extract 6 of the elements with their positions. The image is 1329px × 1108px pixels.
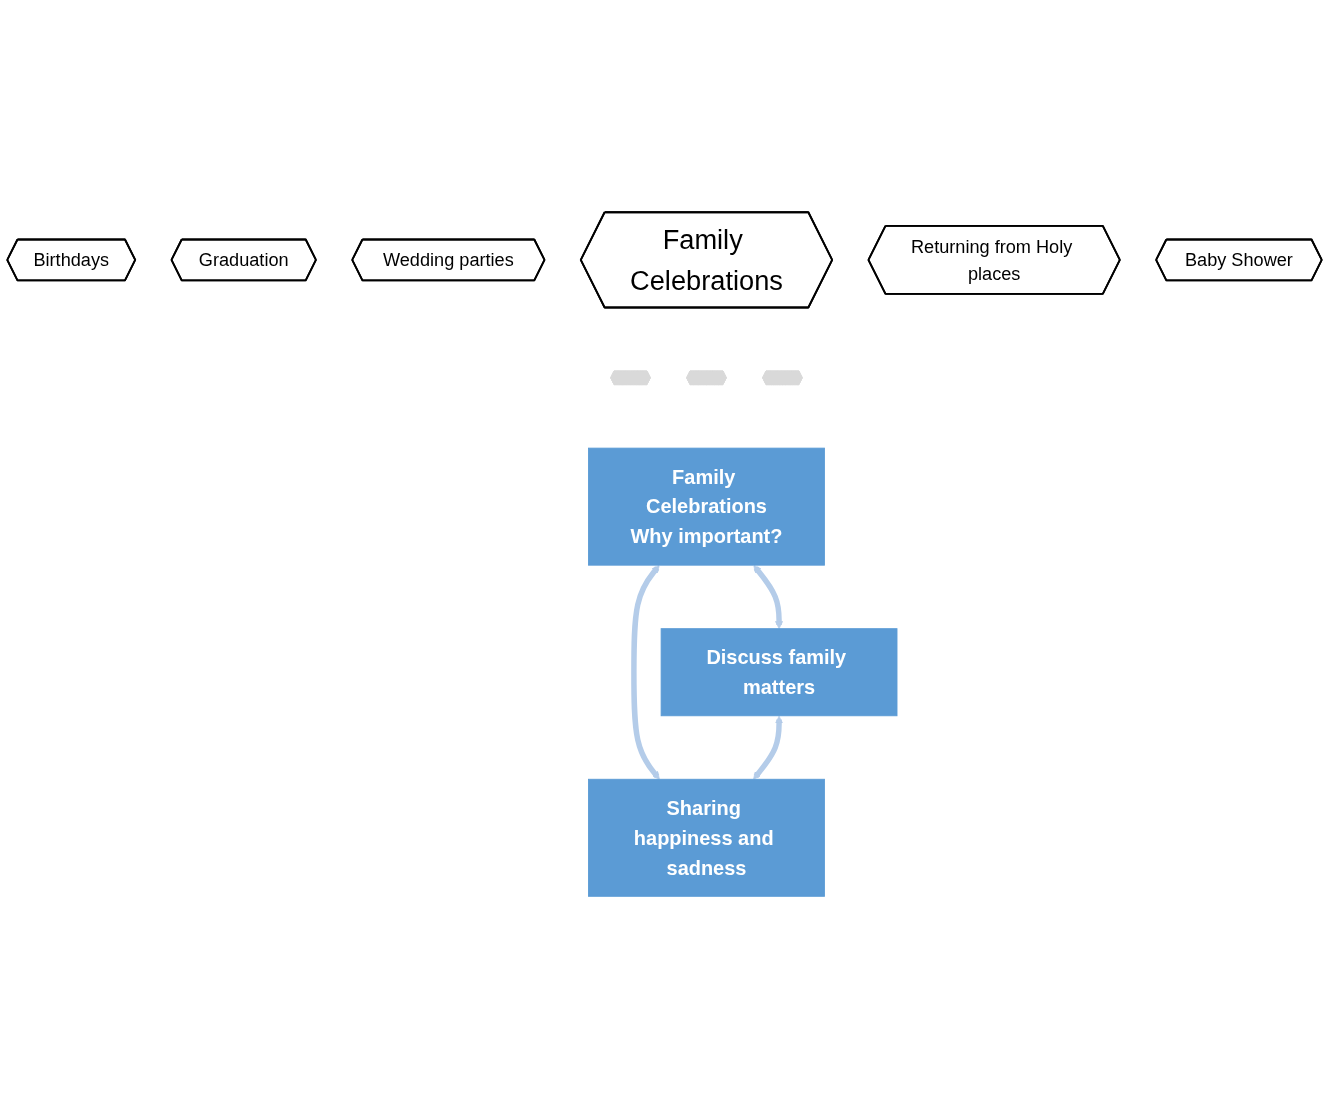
node-box: Discuss family matters	[660, 627, 898, 716]
node-box: Family Celebrations Why important?	[588, 447, 825, 566]
arrow	[753, 715, 784, 780]
node-box: Sharing happiness and sadness	[588, 778, 825, 897]
arrow	[631, 564, 660, 780]
arrow	[753, 564, 784, 629]
